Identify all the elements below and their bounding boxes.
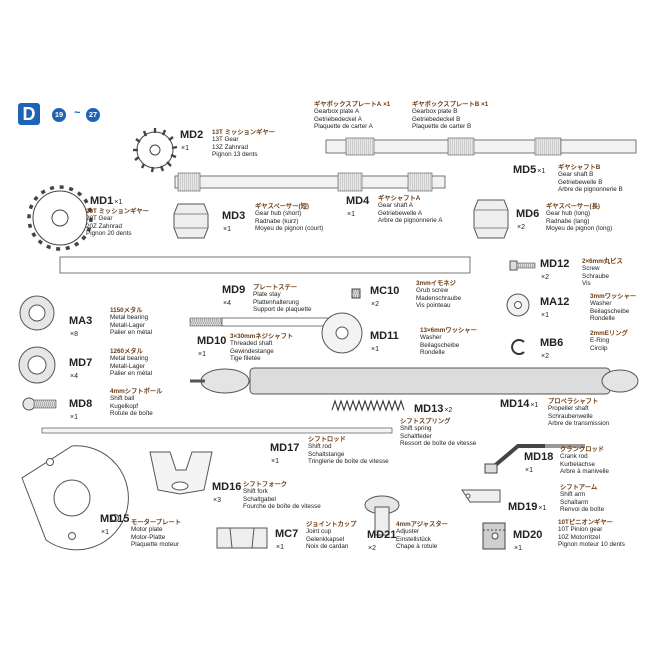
- step-range-separator: ~: [74, 107, 81, 119]
- md7-bearing-drawing: [18, 346, 56, 384]
- ma3-bearing-drawing: [19, 295, 55, 331]
- ma3-code: MA3×8: [69, 315, 93, 338]
- md17-shift-rod-drawing: [41, 427, 393, 434]
- md9-plate-stay-drawing: [189, 317, 343, 327]
- mc7-joint-cup-drawing: [216, 527, 268, 549]
- md18-crank-rod-drawing: [484, 444, 585, 474]
- mc10-grub-screw-drawing: [351, 288, 361, 299]
- md11-washer-drawing: [321, 312, 363, 354]
- gearbox-plate-b-drawing: [59, 256, 471, 274]
- md2-code: MD2×1: [180, 129, 204, 152]
- mb6-e-ring-drawing: [511, 339, 525, 355]
- ma12-washer-drawing: [506, 293, 530, 317]
- md21-adjuster-drawing: [364, 495, 400, 536]
- md1-20t-gear-drawing: [27, 185, 93, 251]
- mc10-code: MC10×2: [370, 285, 400, 308]
- md13-shift-spring-drawing: [331, 399, 405, 412]
- md7-code: MD7×4: [69, 357, 93, 380]
- step-from-badge: 19: [52, 108, 66, 122]
- md19-shift-arm-drawing: [461, 489, 501, 503]
- ma12-code: MA12×1: [540, 296, 570, 319]
- md21-code: MD21×2: [367, 529, 397, 552]
- md12-code: MD12×2: [540, 258, 570, 281]
- md1-code: MD1×1: [90, 195, 123, 207]
- md3-code: MD3×1: [222, 210, 246, 233]
- md10-code: MD10×1: [197, 335, 227, 358]
- md20-pinion-gear-drawing: [482, 522, 506, 550]
- md19-code: MD19×1: [508, 501, 547, 513]
- md12-screw-drawing: [509, 260, 536, 271]
- md3-gear-hub-short-drawing: [173, 203, 209, 239]
- mc7-code: MC7×1: [275, 528, 299, 551]
- md6-desc: ギヤスペーサー(長)Gear hub (long)Radnabe (lang)M…: [546, 203, 613, 232]
- md5-code: MD5×1: [513, 164, 546, 176]
- md15-code: MD15×1: [100, 513, 130, 536]
- step-to-badge: 27: [86, 108, 100, 122]
- md18-code: MD18×1: [524, 451, 554, 474]
- md4-gear-shaft-a-drawing: [174, 172, 446, 192]
- mb6-code: MB6×2: [540, 337, 564, 360]
- md13-code: MD13×2: [414, 403, 453, 415]
- md9-code: MD9×4: [222, 284, 246, 307]
- md16-code: MD16×3: [212, 481, 242, 504]
- md14-code: MD14×1: [500, 398, 539, 410]
- md6-gear-hub-long-drawing: [473, 199, 509, 239]
- md8-code: MD8×1: [69, 398, 93, 421]
- md6-code: MD6×2: [516, 208, 540, 231]
- md16-shift-fork-drawing: [149, 451, 213, 495]
- md14-propeller-shaft-drawing: [190, 367, 639, 395]
- md17-code: MD17×1: [270, 442, 300, 465]
- gearbox-plate-a-drawing: [325, 137, 637, 156]
- md11-code: MD11×1: [370, 330, 399, 353]
- md3-desc: ギヤスペーサー(短)Gear hub (short)Radnabe (kurz)…: [255, 203, 324, 232]
- step-badge: D: [18, 103, 40, 125]
- md8-shift-ball-drawing: [22, 397, 57, 411]
- md4-code: MD4×1: [346, 195, 370, 218]
- md2-13t-gear-drawing: [133, 128, 178, 173]
- md20-code: MD20×1: [513, 529, 543, 552]
- md15-motor-plate-drawing: [21, 445, 129, 551]
